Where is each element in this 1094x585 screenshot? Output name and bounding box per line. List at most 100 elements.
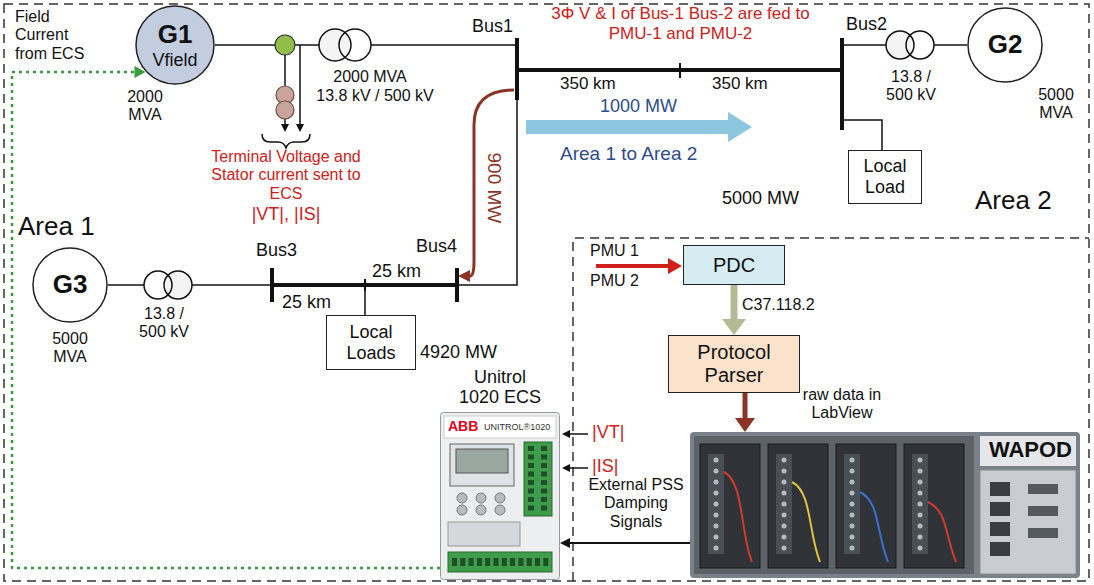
terminal-screw bbox=[918, 491, 923, 496]
terminal-screw bbox=[518, 558, 523, 566]
power-flow-arrow bbox=[526, 112, 752, 142]
diagram-label: 350 km bbox=[712, 74, 768, 94]
terminal-screw bbox=[541, 489, 547, 494]
terminal-screw bbox=[782, 491, 787, 496]
terminal-screw bbox=[528, 497, 534, 502]
terminal-screw bbox=[528, 463, 534, 468]
terminal-screw bbox=[541, 497, 547, 502]
terminal-screw bbox=[485, 558, 490, 566]
wire-bundle bbox=[724, 472, 752, 562]
node-text-group: Local Load bbox=[853, 156, 917, 197]
ethernet-port bbox=[990, 502, 1010, 516]
terminal-screw bbox=[918, 535, 923, 540]
power-flow-arrow bbox=[470, 90, 514, 276]
node-text-group: G2 bbox=[988, 30, 1023, 60]
arrowhead bbox=[296, 124, 304, 132]
potential-transformer bbox=[276, 101, 294, 119]
device-lower-panel bbox=[448, 522, 520, 546]
connector-line bbox=[743, 393, 748, 419]
diagram-label: 4920 MW bbox=[420, 342, 497, 363]
io-module bbox=[700, 444, 760, 568]
terminal-screw bbox=[460, 558, 465, 566]
signal-arrow bbox=[284, 119, 286, 124]
diagram-label: 5000 MW bbox=[722, 188, 799, 209]
terminal-screw bbox=[528, 480, 534, 485]
diagram-label: 1000 MW bbox=[600, 96, 677, 117]
arrowhead bbox=[722, 319, 746, 335]
terminal-screw bbox=[452, 558, 457, 566]
terminal-screw bbox=[850, 502, 855, 507]
terminal-screw bbox=[782, 502, 787, 507]
device-body bbox=[441, 413, 560, 580]
diagram-label: 5000 MVA bbox=[1030, 86, 1082, 123]
terminal-screw bbox=[714, 491, 719, 496]
terminal-screw bbox=[850, 513, 855, 518]
wire bbox=[215, 44, 275, 46]
node-text-group: G1Vfield bbox=[152, 20, 197, 71]
terminal-screw bbox=[850, 480, 855, 485]
terminal-screw bbox=[918, 480, 923, 485]
terminal-screw bbox=[528, 489, 534, 494]
diagram-label: |VT|, |IS| bbox=[216, 204, 356, 225]
wire bbox=[192, 284, 272, 286]
connector bbox=[12, 66, 440, 568]
node-label: Local Loads bbox=[331, 322, 411, 363]
terminal-block bbox=[524, 442, 552, 516]
wire bbox=[457, 100, 517, 285]
diagram-label: Field Current from ECS bbox=[15, 8, 97, 63]
diagram-label: 13.8 / 500 kV bbox=[880, 68, 942, 105]
diagram-label: 2000 MVA bbox=[116, 88, 174, 125]
line-midpoint-tick bbox=[679, 63, 681, 78]
terminal-screw bbox=[469, 558, 474, 566]
node-label: Protocol Parser bbox=[673, 341, 795, 387]
terminal-strip bbox=[708, 454, 724, 554]
io-module bbox=[904, 444, 964, 568]
terminal-screw bbox=[527, 558, 532, 566]
terminal-screw bbox=[510, 558, 515, 566]
node-label: PDC bbox=[713, 254, 755, 277]
diagram-label: |VT| bbox=[592, 422, 624, 443]
node-label: Vfield bbox=[152, 50, 197, 71]
load-box: Local Loads bbox=[326, 315, 416, 370]
node-label: G1 bbox=[152, 20, 197, 50]
wapod-hardware: WAPOD bbox=[690, 432, 1080, 578]
terminal-screw bbox=[782, 513, 787, 518]
arrowhead bbox=[458, 270, 470, 282]
node-label: Local Load bbox=[853, 156, 917, 197]
device-top-band bbox=[444, 416, 556, 438]
terminal-screw bbox=[541, 446, 547, 451]
parser-box: Protocol Parser bbox=[668, 335, 800, 393]
terminal-screw bbox=[714, 535, 719, 540]
diagram-label: Area 1 to Area 2 bbox=[560, 143, 697, 165]
chassis-bay bbox=[694, 436, 974, 574]
breaker-symbol bbox=[275, 35, 295, 55]
signal-arrow bbox=[299, 45, 301, 124]
transformer-winding bbox=[144, 271, 172, 299]
terminal-screw bbox=[477, 558, 482, 566]
usb-port bbox=[1028, 484, 1058, 494]
measurement-region-border bbox=[573, 238, 1089, 581]
diagram-label: 13.8 kV / 500 kV bbox=[305, 87, 445, 105]
terminal-screw bbox=[918, 513, 923, 518]
wire-bundle bbox=[928, 502, 956, 562]
arrowhead bbox=[735, 418, 755, 432]
diagram-label: Area 1 bbox=[18, 212, 95, 242]
diagram-label: UNITROL®1020 bbox=[484, 422, 550, 432]
device-key bbox=[476, 505, 486, 515]
wire bbox=[842, 120, 882, 150]
diagram-label: Bus4 bbox=[416, 236, 457, 257]
io-module bbox=[768, 444, 828, 568]
generator-outline bbox=[136, 6, 214, 84]
generator-outline bbox=[33, 248, 107, 322]
terminal-screw bbox=[502, 558, 507, 566]
diagram-label: 5000 MVA bbox=[40, 330, 100, 367]
terminal-screw bbox=[528, 472, 534, 477]
diagram-label: 350 km bbox=[560, 74, 616, 94]
device-panel bbox=[450, 444, 514, 486]
usb-port bbox=[1028, 506, 1058, 516]
diagram-label: 900 MW bbox=[483, 146, 505, 230]
terminal-screw bbox=[528, 506, 534, 511]
terminal-screw bbox=[714, 546, 719, 551]
diagram-label: 25 km bbox=[282, 292, 331, 313]
terminal-screw bbox=[918, 469, 923, 474]
